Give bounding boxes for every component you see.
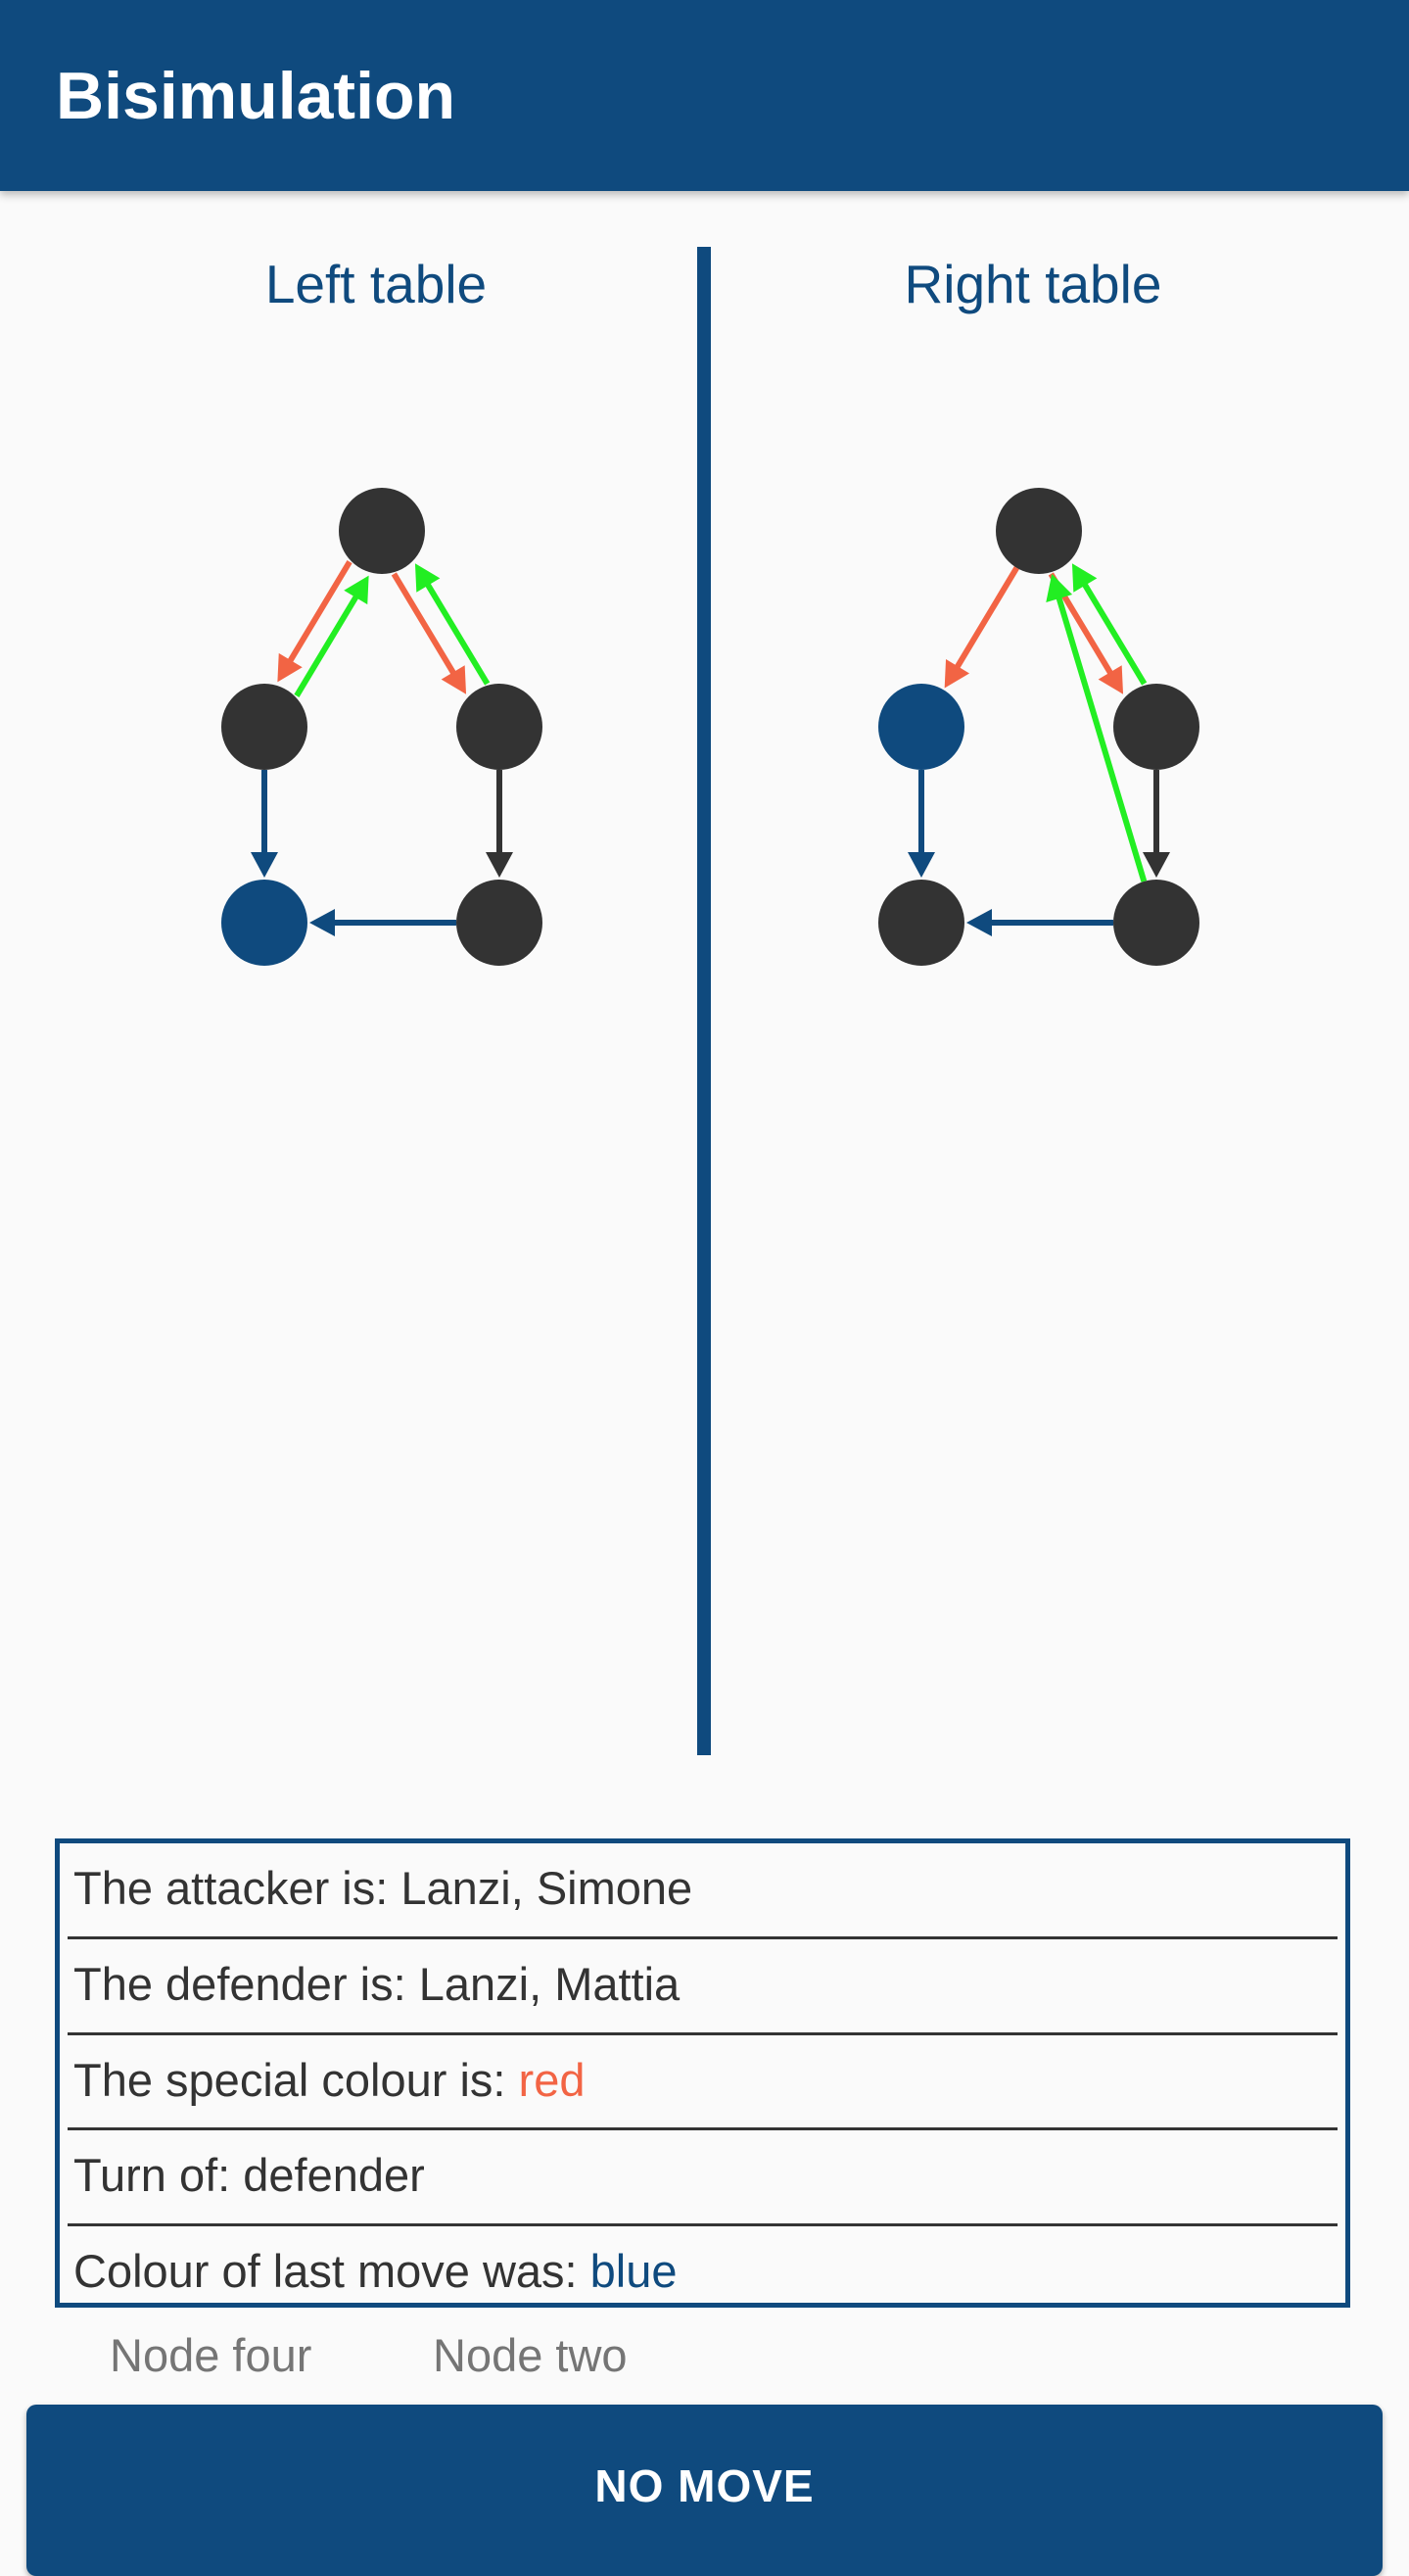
defender-value: Lanzi, Mattia [418, 1957, 681, 2010]
attacker-value: Lanzi, Simone [400, 1862, 693, 1914]
left-node-three[interactable] [456, 684, 542, 770]
edge-node-one-to-node-three [391, 572, 462, 685]
defender-label: The defender is: [73, 1957, 419, 2010]
edge-node-three-to-node-one [419, 573, 491, 686]
last-move-label: Colour of last move was: [73, 2245, 590, 2298]
arrowhead-node-three-to-node-one [414, 563, 441, 593]
defender-row: The defender is: Lanzi, Mattia [68, 1939, 1338, 2035]
arrowhead-node-one-to-node-two [944, 659, 970, 689]
last-move-row: Colour of last move was: blue [68, 2226, 1338, 2322]
turn-row: Turn of: defender [68, 2130, 1338, 2227]
app-title: Bisimulation [56, 59, 456, 133]
arrowhead-node-two-to-node-four [251, 852, 278, 878]
special-colour-value: red [518, 2053, 586, 2106]
special-colour-row: The special colour is: red [68, 2035, 1338, 2131]
attacker-label: The attacker is: [73, 1862, 401, 1914]
chosen-left-node: Node four [110, 2329, 312, 2381]
edge-node-five-to-node-one [1053, 586, 1148, 883]
arrowhead-node-one-to-node-three [1098, 665, 1124, 694]
edge-node-two-to-node-one [294, 586, 364, 697]
game-info-table: The attacker is: Lanzi, Simone The defen… [55, 1838, 1350, 2308]
left-table-title: Left table [264, 254, 488, 314]
last-move-value: blue [589, 2245, 678, 2298]
edge-node-one-to-node-two [949, 566, 1019, 679]
turn-label: Turn of: [73, 2149, 244, 2202]
right-node-five[interactable] [1113, 880, 1199, 966]
chosen-right-node: Node two [433, 2329, 628, 2381]
edge-node-three-to-node-one [1076, 573, 1148, 686]
special-colour-label: The special colour is: [73, 2053, 519, 2106]
arrowhead-node-one-to-node-three [441, 665, 467, 694]
left-node-five[interactable] [456, 880, 542, 966]
app-bar: Bisimulation [0, 0, 1409, 191]
right-node-four[interactable] [878, 880, 964, 966]
right-node-three[interactable] [1113, 684, 1199, 770]
attacker-row: The attacker is: Lanzi, Simone [68, 1843, 1338, 1939]
left-node-two[interactable] [221, 684, 307, 770]
right-table-title: Right table [904, 254, 1162, 314]
right-node-two[interactable] [878, 684, 964, 770]
arrowhead-node-two-to-node-one [344, 575, 369, 605]
left-node-four[interactable] [221, 880, 307, 966]
left-graph [221, 488, 542, 966]
arrowhead-node-three-to-node-five [1143, 852, 1170, 878]
edge-node-one-to-node-two [282, 560, 352, 672]
left-node-one[interactable] [339, 488, 425, 574]
turn-value: defender [243, 2149, 425, 2202]
right-graph [878, 488, 1199, 966]
arrowhead-node-two-to-node-four [908, 852, 935, 878]
no-move-button[interactable]: NO MOVE [26, 2405, 1383, 2576]
arrowhead-node-five-to-node-four [966, 909, 992, 936]
arrowhead-node-three-to-node-one [1071, 563, 1098, 593]
arrowhead-node-five-to-node-one [1046, 574, 1073, 602]
right-node-one[interactable] [996, 488, 1082, 574]
arrowhead-node-five-to-node-four [309, 909, 335, 936]
arrowhead-node-one-to-node-two [277, 652, 303, 683]
table-divider [697, 247, 711, 1755]
arrowhead-node-three-to-node-five [486, 852, 513, 878]
